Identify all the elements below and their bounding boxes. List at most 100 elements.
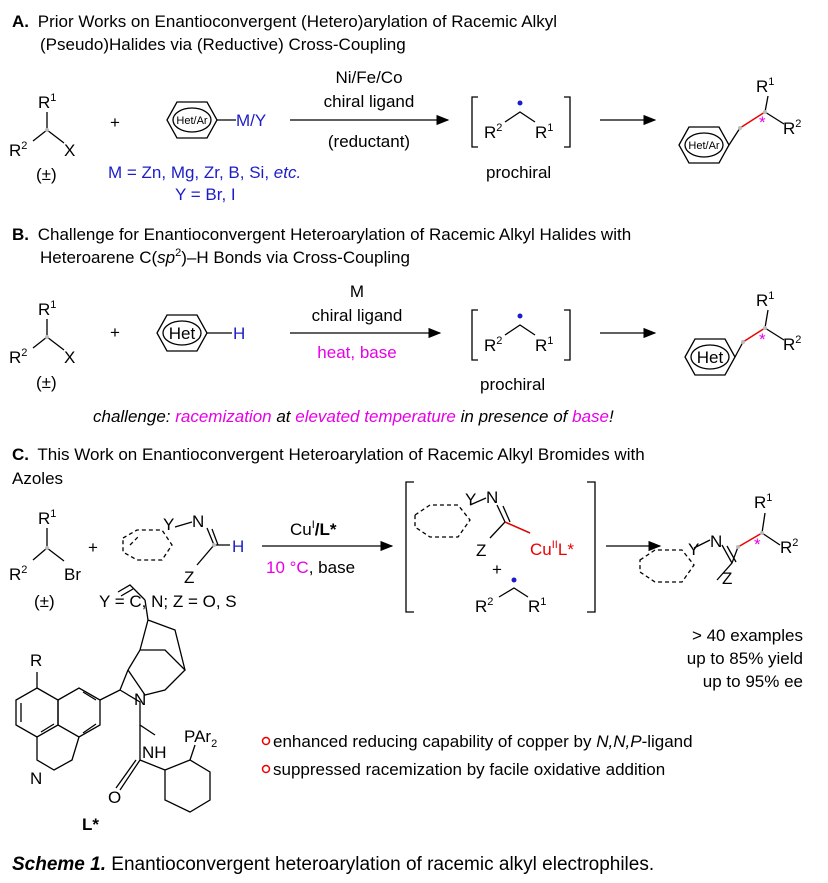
svg-text:R1: R1 xyxy=(535,122,553,142)
svg-text:R2: R2 xyxy=(484,335,502,355)
svg-text:R2: R2 xyxy=(9,347,27,367)
section-c: C. This Work on Enantioconvergent Hetero… xyxy=(9,445,803,691)
plus-sign: + xyxy=(88,538,98,557)
y-definition: Y = Br, I xyxy=(175,185,236,204)
svg-text:R1: R1 xyxy=(535,335,553,355)
svg-text:(±): (±) xyxy=(34,592,55,611)
section-a: A. Prior Works on Enantioconvergent (Het… xyxy=(9,12,801,204)
svg-text:(±): (±) xyxy=(36,373,57,392)
svg-text:chiral ligand: chiral ligand xyxy=(312,306,403,325)
prochiral-radical-a: R2 R1 prochiral xyxy=(471,96,571,182)
m-definition: M = Zn, Mg, Zr, B, Si, etc. xyxy=(108,163,301,182)
stereocenter-star: * xyxy=(759,113,766,132)
svg-text:chiral ligand: chiral ligand xyxy=(324,92,415,111)
challenge-statement: challenge: racemization at elevated temp… xyxy=(93,407,614,426)
svg-text:up to 85% yield: up to 85% yield xyxy=(687,649,803,668)
svg-text:PAr2: PAr2 xyxy=(184,727,217,750)
svg-text:Het: Het xyxy=(697,348,724,367)
svg-text:NH: NH xyxy=(142,743,167,762)
svg-text:Y: Y xyxy=(465,490,476,509)
svg-text:prochiral: prochiral xyxy=(486,163,551,182)
svg-text:R1: R1 xyxy=(38,508,56,528)
svg-text:Ni/Fe/Co: Ni/Fe/Co xyxy=(335,68,402,87)
svg-text:> 40 examples: > 40 examples xyxy=(692,626,803,645)
feature-bullets: enhanced reducing capability of copper b… xyxy=(261,732,693,779)
svg-text:*: * xyxy=(754,535,761,554)
svg-text:Z: Z xyxy=(476,541,486,560)
reaction-stats: > 40 examples up to 85% yield up to 95% … xyxy=(687,626,803,691)
racemic-label: (±) xyxy=(36,165,57,184)
svg-text:X: X xyxy=(64,141,75,160)
svg-text:prochiral: prochiral xyxy=(480,375,545,394)
reaction-arrow-a: Ni/Fe/Co chiral ligand (reductant) xyxy=(290,68,450,151)
plus-sign: + xyxy=(110,113,120,132)
ligand-structure: R N N NH O PAr2 L* xyxy=(15,584,217,834)
svg-text:heat, base: heat, base xyxy=(317,343,396,362)
product-b: Het R1 R2 * xyxy=(684,290,801,376)
svg-text:Y: Y xyxy=(688,540,699,559)
section-b-title-line2: Heteroarene C(sp2)–H Bonds via Cross-Cou… xyxy=(40,247,410,267)
svg-text:R1: R1 xyxy=(528,596,546,616)
product-a: Het/Ar R1 R2 * xyxy=(678,76,801,164)
section-b-title: B. Challenge for Enantioconvergent Heter… xyxy=(12,225,631,244)
alkyl-halide-a: R1 R2 X (±) xyxy=(9,92,75,184)
svg-text:R1: R1 xyxy=(38,299,56,319)
copper-intermediate: Y N Z CuIIL* + R2 R1 xyxy=(405,481,596,616)
svg-text:M/Y: M/Y xyxy=(236,111,266,130)
svg-text:N: N xyxy=(710,532,722,551)
section-c-title-line2: Azoles xyxy=(12,469,63,488)
svg-text:R1: R1 xyxy=(754,492,772,512)
svg-text:R2: R2 xyxy=(783,334,801,354)
section-a-title-line2: (Pseudo)Halides via (Reductive) Cross-Co… xyxy=(40,35,406,54)
section-c-title: C. This Work on Enantioconvergent Hetero… xyxy=(12,445,645,464)
svg-text:CuI/L*: CuI/L* xyxy=(290,519,337,539)
svg-text:R1: R1 xyxy=(756,76,774,96)
svg-text:Het/Ar: Het/Ar xyxy=(688,140,720,152)
bullet-2: suppressed racemization by facile oxidat… xyxy=(273,760,665,779)
svg-text:N: N xyxy=(134,690,146,709)
svg-text:N: N xyxy=(486,488,498,507)
svg-text:H: H xyxy=(232,537,244,556)
svg-text:up to 95% ee: up to 95% ee xyxy=(703,672,803,691)
svg-text:Het/Ar: Het/Ar xyxy=(176,115,208,127)
conditions-c: 10 °C, base xyxy=(266,558,355,577)
svg-text:CuIIL*: CuIIL* xyxy=(530,539,574,559)
svg-text:N: N xyxy=(30,769,42,788)
svg-text:Br: Br xyxy=(64,565,81,584)
svg-text:R2: R2 xyxy=(9,140,27,160)
product-c: Y N Z R1 R2 * xyxy=(639,492,798,588)
svg-text:Z: Z xyxy=(722,569,732,588)
scheme-caption: Scheme 1. Enantioconvergent heteroarylat… xyxy=(12,854,654,875)
heteroarene: Het H xyxy=(156,314,245,352)
aryl-metal-reagent: Het/Ar M/Y M = Zn, Mg, Zr, B, Si, etc. Y… xyxy=(108,101,301,204)
svg-text:O: O xyxy=(108,788,121,807)
svg-text:R1: R1 xyxy=(756,290,774,310)
svg-text:N: N xyxy=(192,512,204,531)
alkyl-bromide: R1 R2 Br (±) xyxy=(9,508,81,611)
svg-text:R2: R2 xyxy=(780,537,798,557)
svg-text:R2: R2 xyxy=(484,122,502,142)
svg-text:Y: Y xyxy=(163,515,174,534)
svg-text:*: * xyxy=(759,330,766,349)
svg-text:(reductant): (reductant) xyxy=(328,132,410,151)
azole-reagent: Y N Z H Y = C, N; Z = O, S xyxy=(99,512,244,611)
svg-text:Het: Het xyxy=(169,324,196,343)
plus-sign: + xyxy=(110,323,120,342)
svg-text:+: + xyxy=(492,560,502,579)
svg-text:Z: Z xyxy=(184,568,194,587)
svg-text:H: H xyxy=(233,324,245,343)
yz-definition: Y = C, N; Z = O, S xyxy=(99,592,237,611)
svg-text:R2: R2 xyxy=(9,564,27,584)
svg-text:R1: R1 xyxy=(38,92,56,112)
reaction-arrow-c: CuI/L* 10 °C, base xyxy=(262,519,394,577)
section-a-title: A. Prior Works on Enantioconvergent (Het… xyxy=(12,12,557,31)
alkyl-halide-b: R1 R2 X (±) xyxy=(9,299,75,392)
section-b: B. Challenge for Enantioconvergent Heter… xyxy=(9,225,801,426)
svg-text:L*: L* xyxy=(82,815,99,834)
bullet-1: enhanced reducing capability of copper b… xyxy=(273,732,693,751)
svg-text:R: R xyxy=(30,651,42,670)
svg-text:R2: R2 xyxy=(475,596,493,616)
svg-text:M: M xyxy=(350,282,364,301)
svg-text:R2: R2 xyxy=(783,118,801,138)
